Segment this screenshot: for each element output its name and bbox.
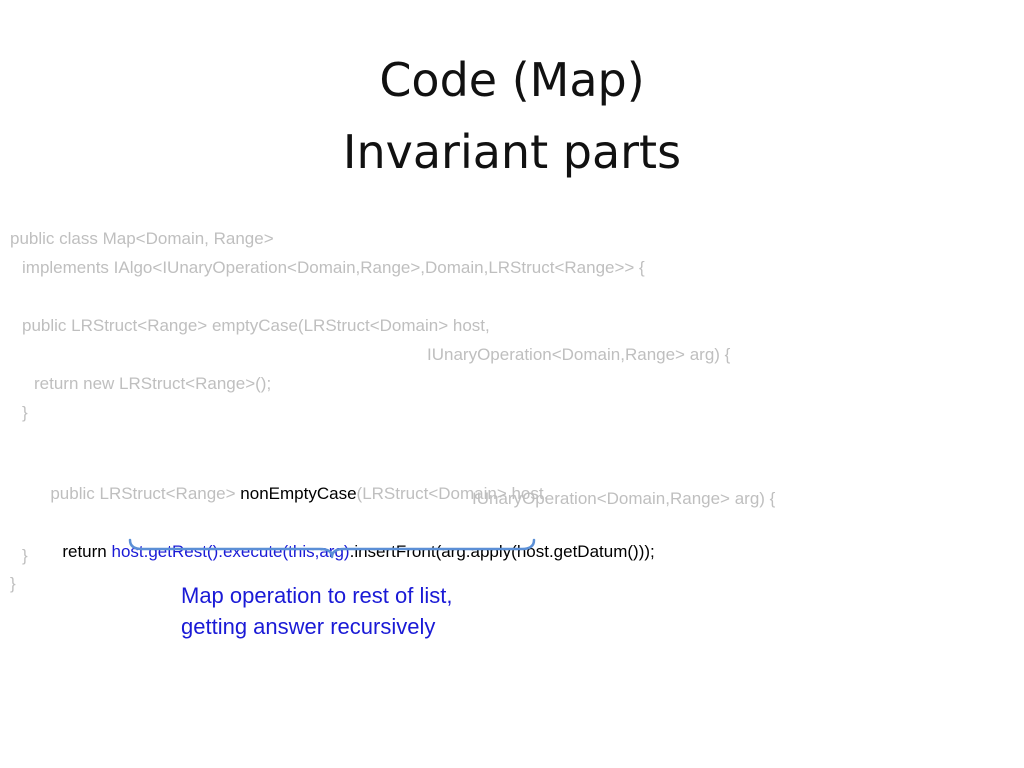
- code-line-implements: implements IAlgo<IUnaryOperation<Domain,…: [22, 258, 645, 277]
- slide-title: Code (Map) Invariant parts: [0, 44, 1024, 188]
- return-keyword: return: [62, 542, 112, 561]
- annotation-callout: Map operation to rest of list, getting a…: [181, 583, 453, 639]
- recursive-call: host.getRest().execute(this,arg): [111, 542, 350, 561]
- title-line-1: Code (Map): [379, 53, 645, 107]
- code-line-empty-case: public LRStruct<Range> emptyCase(LRStruc…: [22, 316, 490, 335]
- insert-front-call: .insertFront(arg.apply(host.getDatum()))…: [349, 542, 655, 561]
- code-line-return-new: return new LRStruct<Range>();: [34, 374, 272, 393]
- title-line-2: Invariant parts: [342, 125, 682, 179]
- code-line-nonempty-params: IUnaryOperation<Domain,Range> arg) {: [472, 489, 776, 508]
- code-line-empty-case-params: IUnaryOperation<Domain,Range> arg) {: [427, 345, 731, 364]
- code-line-nonempty-case: public LRStruct<Range> nonEmptyCase(LRSt…: [22, 458, 548, 503]
- code-line-class-decl: public class Map<Domain, Range>: [10, 229, 274, 248]
- nonempty-method-name: nonEmptyCase: [240, 484, 357, 503]
- code-line-close-nonempty: }: [22, 546, 28, 565]
- code-line-recursive-return: return host.getRest().execute(this,arg).…: [34, 516, 654, 561]
- code-line-close-class: }: [10, 574, 16, 593]
- nonempty-prefix: public LRStruct<Range>: [50, 484, 241, 503]
- code-line-close-empty: }: [22, 403, 28, 422]
- nonempty-params: (LRStruct<Domain> host,: [356, 484, 549, 503]
